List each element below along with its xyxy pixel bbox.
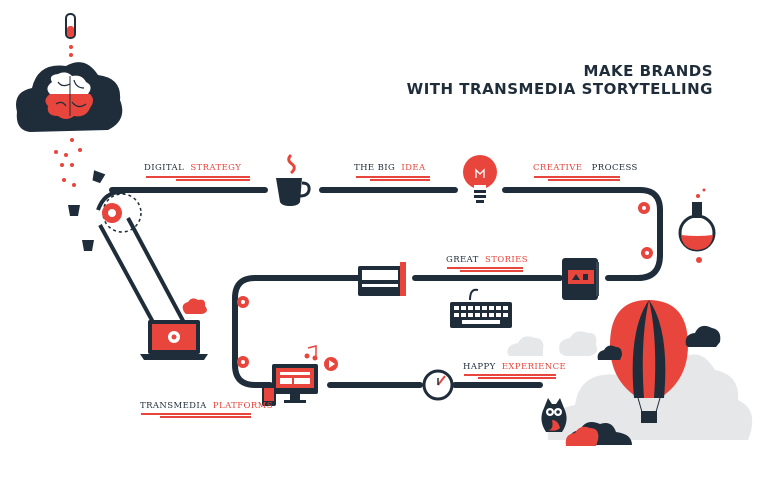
brain-cloud-icon	[16, 62, 123, 133]
title-line-2: WITH TRANSMEDIA STORYTELLING	[406, 80, 713, 98]
hot-air-balloon-icon	[610, 300, 688, 423]
label-underline	[370, 179, 430, 181]
page-title: MAKE BRANDS WITH TRANSMEDIA STORYTELLING	[407, 62, 713, 98]
gear-icon	[102, 203, 122, 223]
label-word-accent: STRATEGY	[190, 163, 242, 173]
label-digital-strategy: DIGITAL STRATEGY	[144, 163, 241, 173]
label-underline	[141, 413, 251, 415]
gear-icon	[237, 296, 249, 368]
clock-icon	[422, 369, 454, 401]
label-underline	[534, 176, 620, 178]
label-underline	[356, 176, 430, 178]
play-icon	[324, 357, 338, 371]
label-underline	[447, 267, 523, 269]
label-underline	[548, 179, 620, 181]
devices-icon	[262, 364, 318, 406]
flask-icon	[678, 188, 716, 263]
label-underline	[176, 179, 250, 181]
owl-icon	[541, 398, 567, 432]
label-big-idea: THE BIG IDEA	[354, 163, 426, 173]
label-great-stories: GREAT STORIES	[446, 255, 528, 265]
laptop-icon	[140, 298, 208, 360]
label-word: DIGITAL	[144, 163, 185, 173]
label-word: TRANSMEDIA	[140, 401, 207, 411]
track	[109, 187, 663, 388]
keyboard-icon	[450, 288, 512, 328]
label-word-accent: EXPERIENCE	[501, 362, 567, 372]
gear-icon	[638, 202, 653, 259]
notebook-icon	[562, 258, 599, 300]
label-word-accent: IDEA	[401, 163, 426, 173]
label-word: HAPPY	[463, 362, 496, 372]
label-underline	[160, 416, 251, 418]
label-underline	[146, 176, 250, 178]
title-line-1: MAKE BRANDS	[583, 62, 713, 80]
coffee-cup-icon	[276, 153, 311, 206]
label-happy-experience: HAPPY EXPERIENCE	[463, 362, 566, 372]
label-underline	[478, 377, 556, 379]
label-word: PROCESS	[591, 163, 638, 173]
label-word-accent: CREATIVE	[533, 163, 583, 173]
test-tube-icon	[65, 13, 76, 57]
label-word-accent: PLATFORMS	[212, 401, 274, 411]
label-word: GREAT	[446, 255, 479, 265]
label-word: THE BIG	[354, 163, 396, 173]
small-cups	[68, 170, 106, 251]
label-underline	[460, 270, 523, 272]
label-creative-process: CREATIVE PROCESS	[533, 163, 638, 173]
typewriter-icon	[358, 262, 406, 296]
label-underline	[464, 374, 556, 376]
belt	[96, 189, 190, 336]
label-word-accent: STORIES	[484, 255, 529, 265]
music-note-icon	[304, 345, 318, 361]
lightbulb-icon	[463, 155, 497, 203]
label-transmedia-platforms: TRANSMEDIA PLATFORMS	[140, 401, 273, 411]
drops	[54, 138, 82, 187]
cloud-icon	[565, 426, 599, 446]
